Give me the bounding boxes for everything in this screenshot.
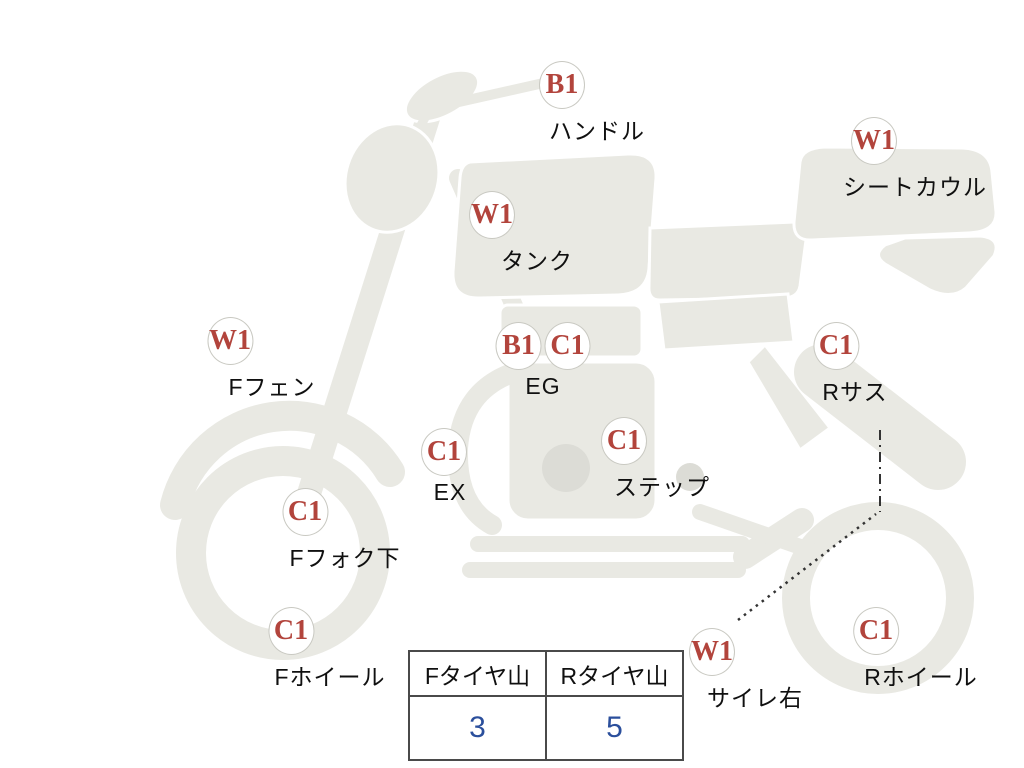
side-panel-shape xyxy=(656,292,796,352)
rear-wheel-shape xyxy=(782,502,974,694)
footpeg-shape xyxy=(676,463,704,491)
grade-badge: C1 xyxy=(544,322,591,370)
rear-tire-value: 5 xyxy=(545,695,684,761)
part-label-engine: EG xyxy=(525,373,561,399)
marker-handlebar: B1 ハンドル xyxy=(479,61,645,146)
seat-cowl-shape xyxy=(792,145,998,242)
grade-badge: C1 xyxy=(421,428,467,476)
part-label-silencer-right: サイレ右 xyxy=(707,685,803,711)
rear-frame-shape xyxy=(746,342,833,453)
grade-badge: C1 xyxy=(813,322,859,370)
marker-exhaust: C1 EX xyxy=(421,428,467,506)
grade-badge: C1 xyxy=(268,607,314,655)
headlight-shape xyxy=(343,122,441,234)
front-tire-header: Fタイヤ山 xyxy=(408,650,547,697)
engine-case-shape xyxy=(542,444,590,492)
marker-engine: B1 C1 EG xyxy=(495,322,591,400)
marker-front-fork-lower: C1 Fフォク下 xyxy=(209,488,400,573)
marker-tank: W1 タンク xyxy=(411,191,573,276)
rear-tire-header: Rタイヤ山 xyxy=(545,650,684,697)
grade-badge: C1 xyxy=(601,417,647,465)
tank-shape xyxy=(451,152,658,300)
tire-table-value-row: 3 5 xyxy=(408,695,684,761)
marker-front-wheel: C1 Fホイール xyxy=(196,607,385,692)
marker-seat-cowl: W1 シートカウル xyxy=(761,117,987,202)
swingarm-shape xyxy=(692,504,823,560)
grade-badge: W1 xyxy=(207,317,253,365)
part-label-step: ステップ xyxy=(614,474,710,500)
part-label-front-fork-lower: Fフォク下 xyxy=(289,545,401,571)
front-fender-shape xyxy=(160,400,405,520)
part-label-rear-wheel: Rホイール xyxy=(864,664,978,690)
front-tire-value: 3 xyxy=(408,695,547,761)
mirror-shape xyxy=(403,68,481,124)
part-label-front-fender: Fフェン xyxy=(228,374,316,400)
part-label-seat-cowl: シートカウル xyxy=(843,174,987,200)
grade-badge: W1 xyxy=(851,117,897,165)
marker-rear-suspension: C1 Rサス xyxy=(784,322,887,407)
grade-badge: B1 xyxy=(539,61,585,109)
grade-badge: B1 xyxy=(495,322,542,370)
tail-shape xyxy=(877,234,998,296)
marker-rear-wheel: C1 Rホイール xyxy=(774,607,978,692)
seat-shape xyxy=(647,220,808,302)
grade-badge: C1 xyxy=(282,488,328,536)
handlebar-shape xyxy=(445,77,553,109)
part-label-tank: タンク xyxy=(501,248,573,274)
marker-front-fender: W1 Fフェン xyxy=(144,317,315,402)
marker-silencer-right: W1 サイレ右 xyxy=(621,628,803,713)
part-label-handlebar: ハンドル xyxy=(549,118,645,144)
grade-badge: W1 xyxy=(469,191,515,239)
muffler-shape xyxy=(794,344,966,490)
part-label-rear-suspension: Rサス xyxy=(822,379,888,405)
marker-step: C1 ステップ xyxy=(538,417,710,502)
tire-tread-table: Fタイヤ山 Rタイヤ山 3 5 xyxy=(408,650,684,761)
grade-badge: W1 xyxy=(689,628,735,676)
part-label-exhaust: EX xyxy=(433,479,467,505)
grade-badge: C1 xyxy=(853,607,899,655)
part-label-front-wheel: Fホイール xyxy=(274,664,386,690)
tire-table-header-row: Fタイヤ山 Rタイヤ山 xyxy=(408,650,684,697)
